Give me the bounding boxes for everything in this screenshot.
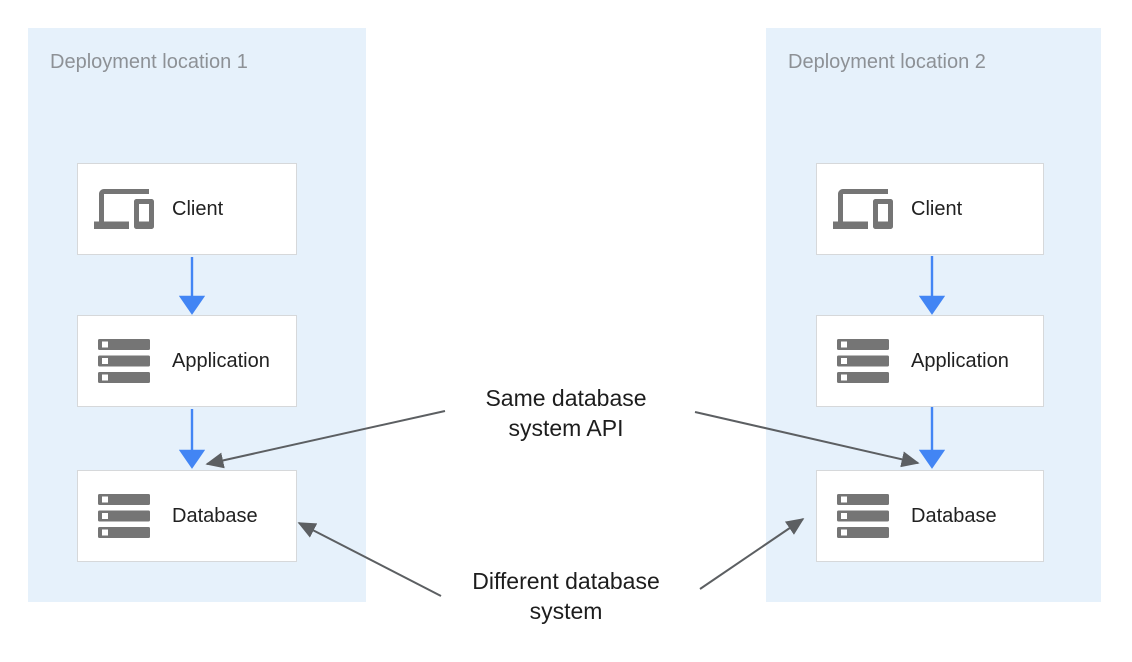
node-client-1: Client [77,163,297,255]
node-client-2: Client [816,163,1044,255]
node-label: Client [911,197,963,220]
annotation-different-system: Different database system [472,568,660,624]
node-database-2: Database [816,470,1044,562]
node-application-2: Application [816,315,1044,407]
node-label: Application [172,349,270,372]
node-label: Database [172,504,258,527]
node-label: Database [911,504,997,527]
node-application-1: Application [77,315,297,407]
devices-icon [833,179,893,239]
storage-icon [94,331,154,391]
node-label: Client [172,197,224,220]
panel-title: Deployment location 1 [50,51,248,73]
annotation-same-api: Same database system API [485,385,647,441]
panel-title: Deployment location 2 [788,51,986,73]
node-database-1: Database [77,470,297,562]
node-label: Application [911,349,1009,372]
storage-icon [833,331,893,391]
devices-icon [94,179,154,239]
storage-icon [94,486,154,546]
storage-icon [833,486,893,546]
